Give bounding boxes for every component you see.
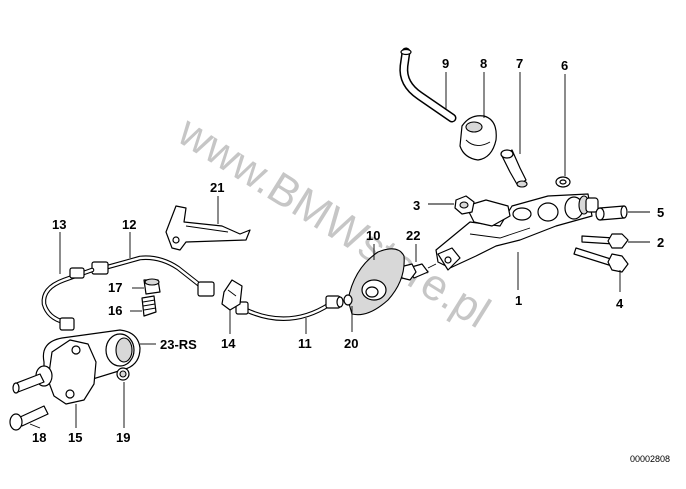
callout-12: 12 bbox=[122, 217, 136, 232]
callout-14: 14 bbox=[221, 336, 236, 351]
part-20-oring[interactable] bbox=[343, 294, 353, 306]
part-11-hose[interactable] bbox=[235, 295, 344, 321]
callout-23-rs: 23-RS bbox=[160, 337, 197, 352]
callout-15: 15 bbox=[68, 430, 82, 445]
part-1-master-cylinder[interactable] bbox=[435, 193, 599, 271]
diagram-reference-number: 00002808 bbox=[630, 454, 670, 464]
callout-3: 3 bbox=[413, 198, 420, 213]
part-8-boot[interactable] bbox=[459, 115, 497, 161]
callout-13: 13 bbox=[52, 217, 66, 232]
part-6-clip[interactable] bbox=[555, 176, 571, 188]
part-17-cap[interactable] bbox=[143, 278, 161, 295]
part-10-grommet[interactable] bbox=[347, 248, 405, 316]
callout-4: 4 bbox=[616, 296, 624, 311]
part-14-clip[interactable] bbox=[221, 279, 243, 311]
leader-lines bbox=[29, 72, 650, 429]
callout-2: 2 bbox=[657, 235, 664, 250]
part-12-pipe[interactable] bbox=[91, 255, 215, 297]
callout-9: 9 bbox=[442, 56, 449, 71]
callout-19: 19 bbox=[116, 430, 130, 445]
callout-17: 17 bbox=[108, 280, 122, 295]
callout-10: 10 bbox=[366, 228, 380, 243]
part-4-bolt[interactable] bbox=[573, 247, 629, 273]
part-18-bolt[interactable] bbox=[9, 405, 49, 431]
callout-1: 1 bbox=[515, 293, 522, 308]
callout-22: 22 bbox=[406, 228, 420, 243]
part-13-hose[interactable] bbox=[41, 267, 95, 331]
callout-8: 8 bbox=[480, 56, 487, 71]
callout-7: 7 bbox=[516, 56, 523, 71]
callout-20: 20 bbox=[344, 336, 358, 351]
callout-21: 21 bbox=[210, 180, 224, 195]
part-16-bleeder-screw[interactable] bbox=[141, 295, 157, 317]
part-7-elbow-fitting[interactable] bbox=[500, 149, 528, 188]
callout-18: 18 bbox=[32, 430, 46, 445]
callout-5: 5 bbox=[657, 205, 664, 220]
callout-labels: 1 2 3 4 5 6 7 8 9 10 11 12 13 14 15 16 1… bbox=[32, 56, 664, 445]
part-9-hose[interactable] bbox=[399, 47, 457, 123]
callout-6: 6 bbox=[561, 58, 568, 73]
part-5-pin[interactable] bbox=[595, 205, 628, 221]
part-3-nut[interactable] bbox=[454, 195, 475, 215]
part-19-nut[interactable] bbox=[116, 367, 130, 381]
callout-11: 11 bbox=[298, 336, 312, 351]
callout-16: 16 bbox=[108, 303, 122, 318]
part-21-bracket[interactable] bbox=[165, 205, 251, 251]
part-15-slave-cylinder[interactable] bbox=[12, 329, 141, 405]
part-2-bolt[interactable] bbox=[581, 233, 629, 249]
